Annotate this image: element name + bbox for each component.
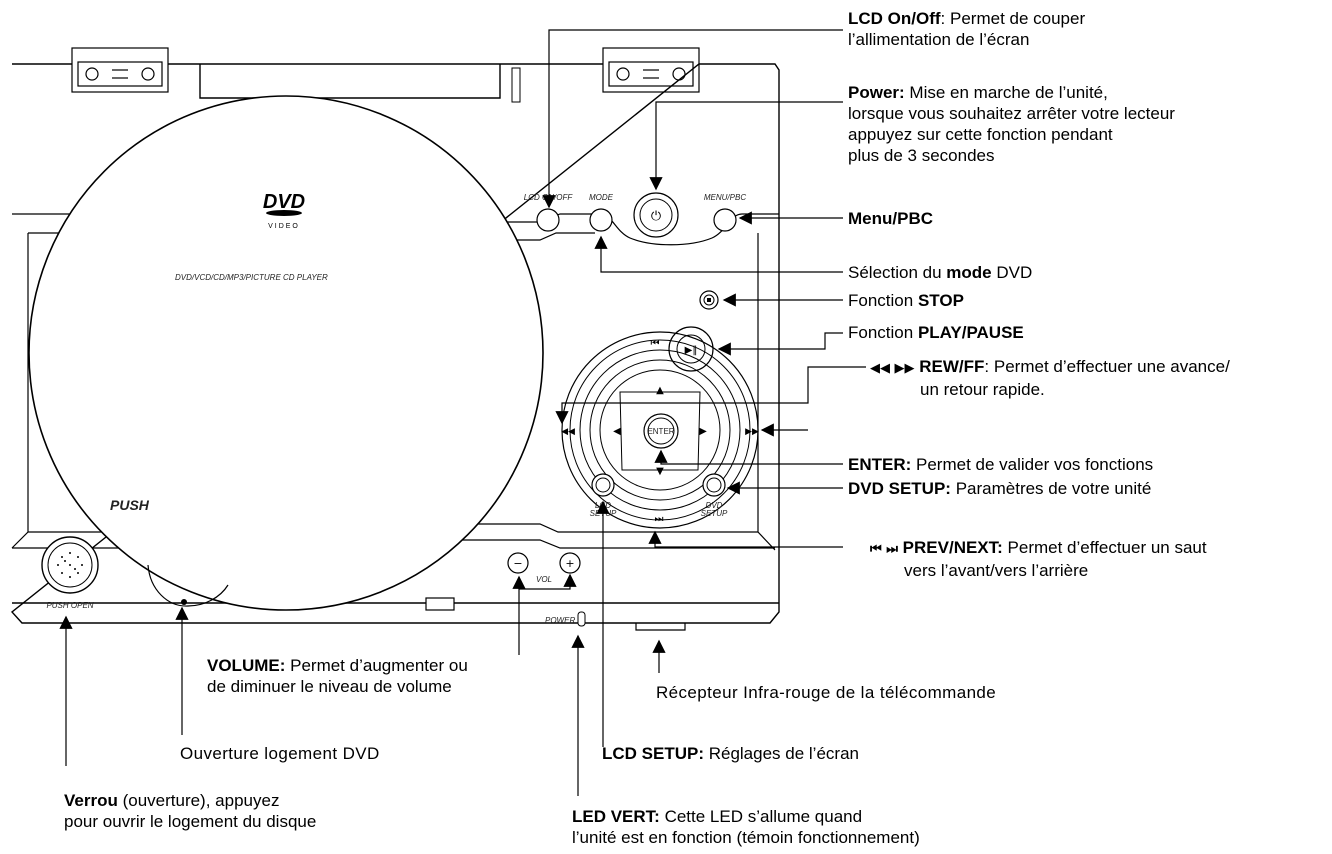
prev-mark-icon: ⏮ [651,338,660,349]
svg-text:MODE: MODE [589,193,614,202]
callout-stop: Fonction STOP [848,291,964,310]
small-slot [425,597,455,611]
stop-icon [707,298,711,302]
device-subtitle: DVD/VCD/CD/MP3/PICTURE CD PLAYER [175,273,328,282]
player-body [10,63,780,624]
rew-ff-icons: ◀◀ ▶▶ [870,361,915,376]
play-pause-button[interactable]: ▶‖ [668,326,714,372]
callout-led: LED VERT: Cette LED s’allume quand l’uni… [572,807,920,847]
hinge-right [602,47,700,93]
mode-button[interactable]: MODE [589,193,614,232]
dvd-setup-button[interactable]: DVD SETUP [701,473,728,518]
nav-up-icon[interactable]: ▲ [656,385,664,396]
push-open-latch[interactable]: PUSH OPEN [41,536,99,610]
callout-rew-ff: ◀◀ ▶▶ REW/FF: Permet d’effectuer une ava… [870,357,1230,399]
disc-lid [28,95,544,611]
callout-verrou: Verrou (ouverture), appuyez pour ouvrir … [64,791,317,831]
svg-text:MENU/PBC: MENU/PBC [704,193,746,202]
power-led-label: POWER [545,616,575,625]
disc-lid-notch [147,564,229,607]
hinge-latch [511,67,521,103]
callout-play-pause: Fonction PLAY/PAUSE [848,323,1024,342]
svg-text:PUSH OPEN: PUSH OPEN [46,601,93,610]
callout-prev-next: ⏮ ⏭ PREV/NEXT: Permet d’effectuer un sau… [870,538,1207,580]
svg-text:SETUP: SETUP [701,509,728,518]
svg-text:ENTER: ENTER [647,427,674,436]
vol-label: VOL [536,575,552,584]
dvd-logo-sub: VIDEO [268,223,300,230]
vol-plus-button[interactable]: + [559,552,581,574]
dvd-logo-text: DVD [263,191,305,213]
callout-volume: VOLUME: Permet d’augmenter ou de diminue… [207,656,468,696]
callout-ouverture: Ouverture logement DVD [180,744,380,763]
callout-menu-pbc: Menu/PBC [848,209,933,228]
ir-window [635,623,686,631]
power-icon: ⏻ [651,209,661,224]
callout-power: Power: Mise en marche de l’unité, lorsqu… [848,83,1175,165]
enter-button[interactable]: ENTER [643,413,679,449]
power-led [577,611,586,627]
callout-ir: Récepteur Infra-rouge de la télécommande [656,683,997,702]
callout-mode: Sélection du mode DVD [848,263,1033,282]
callout-lcd-onoff: LCD On/Off: Permet de couper l’allimenta… [848,9,1086,49]
fast-forward-icon[interactable]: ▶▶ [745,427,759,437]
callout-enter: ENTER: Permet de valider vos fonctions [848,455,1154,474]
svg-text:DVD: DVD [706,501,723,510]
nav-down-icon[interactable]: ▼ [656,466,664,477]
svg-text:−: − [513,557,522,570]
disc-lid-dot [181,599,187,605]
power-button[interactable]: ⏻ [633,192,679,238]
prev-next-icons: ⏮ ⏭ [870,542,898,557]
hinge-left [71,47,169,93]
callout-lines [59,29,866,796]
callout-lcd-setup: LCD SETUP: Réglages de l’écran [602,744,859,763]
menu-pbc-button[interactable]: MENU/PBC [704,193,746,232]
callout-dvd-setup: DVD SETUP: Paramètres de votre unité [848,479,1152,498]
stop-button[interactable] [699,290,719,310]
vol-minus-button[interactable]: − [507,552,529,574]
push-label: PUSH [110,497,150,513]
play-pause-icon: ▶‖ [685,345,698,356]
svg-text:+: + [565,557,574,570]
dvd-logo: DVD VIDEO [263,191,305,230]
rewind-icon[interactable]: ◀◀ [561,427,575,437]
nav-left-icon[interactable]: ◀ [613,426,621,437]
next-mark-icon: ⏭ [655,514,664,525]
nav-right-icon[interactable]: ▶ [699,426,707,437]
